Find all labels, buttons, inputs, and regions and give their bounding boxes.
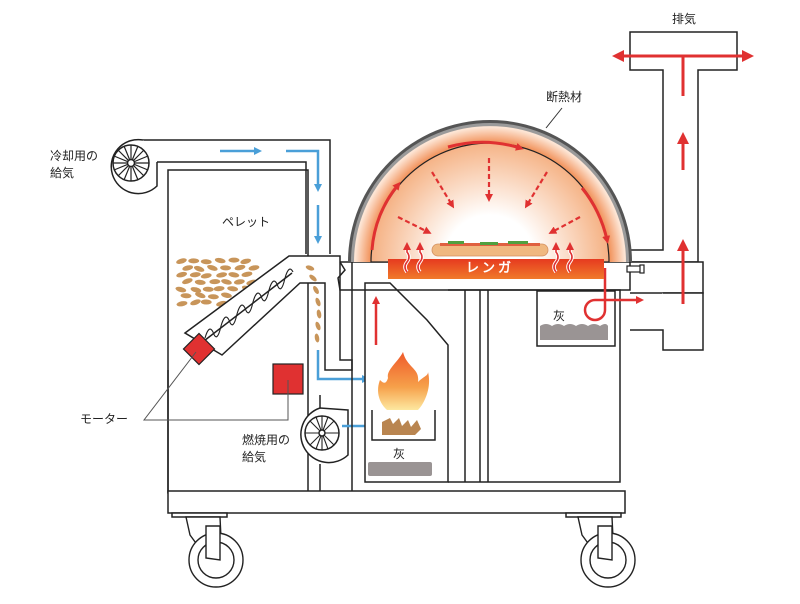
cooling-air-label-line1: 冷却用の [50, 149, 99, 163]
pellet [314, 333, 320, 343]
pellet [175, 286, 187, 293]
pellet [176, 301, 188, 307]
pellet [309, 274, 317, 282]
pellet [228, 272, 240, 278]
pellet [200, 259, 212, 265]
pellet [220, 292, 232, 298]
pellet [234, 264, 246, 271]
combustion-air-label-line2: 給気 [242, 450, 267, 464]
door-latch [626, 264, 645, 274]
combustion-air-label-line1: 燃焼用の [242, 433, 291, 447]
insulation-leader [545, 107, 563, 129]
motor-label: モーター [80, 412, 129, 426]
pellet [188, 258, 200, 264]
cooling-air-label-line2: 給気 [50, 166, 75, 180]
fire-grate [371, 410, 436, 441]
dome-circulation-arrows [370, 140, 611, 251]
exhaust-label: 排気 [672, 12, 697, 26]
cart-base [167, 490, 626, 518]
cooling-duct [143, 139, 331, 254]
ash-label-firebox: 灰 [393, 447, 406, 461]
caster-wheel-left [185, 516, 244, 588]
pizza [431, 241, 549, 257]
brick-floor [388, 259, 604, 279]
pellet-air-arrow [316, 350, 370, 383]
pellet [313, 285, 319, 295]
exhaust-arrows [612, 50, 754, 304]
pellet [194, 279, 206, 285]
pellet [227, 286, 239, 292]
pellet [182, 278, 193, 285]
pellet [221, 279, 232, 285]
radiant-heat-arrows [397, 158, 581, 234]
pellet [315, 297, 321, 307]
exhaust-flow-arrow [583, 268, 644, 322]
pellet [200, 273, 212, 279]
pellet [176, 258, 187, 264]
pellet [202, 286, 214, 292]
pellet [248, 265, 260, 271]
pellet [176, 271, 188, 278]
pellet [200, 299, 212, 305]
pellet [213, 286, 225, 292]
heat-wave-arrows-inner [403, 242, 574, 273]
falling-pellets [305, 265, 322, 343]
combustion-air-fan [300, 395, 349, 493]
pellet [180, 293, 192, 299]
cooling-air-arrows [220, 147, 322, 244]
pellet [189, 272, 201, 278]
screw-coil [204, 268, 294, 339]
pellet [207, 294, 219, 300]
insulation-label: 断熱材 [546, 90, 583, 104]
pellet [241, 271, 253, 277]
pellet [315, 321, 321, 331]
pellet [220, 265, 232, 271]
brick-label: レンガ [466, 261, 515, 276]
pellet [228, 257, 240, 263]
pellet-label: ペレット [222, 215, 271, 229]
burning-pellets [382, 418, 421, 435]
pellet [195, 292, 206, 299]
ash-label-right: 灰 [553, 309, 566, 323]
caster-wheel-right [577, 516, 636, 588]
cooling-air-fan [110, 138, 158, 195]
motor-auger [182, 332, 216, 366]
pellet [240, 258, 252, 265]
ash-pile-firebox [368, 462, 432, 476]
pellet [305, 265, 315, 271]
pellet [316, 309, 322, 319]
pellet [190, 299, 201, 306]
pellet [182, 265, 194, 271]
pellet [207, 264, 218, 271]
pellet [214, 257, 226, 264]
fire-icon [378, 352, 430, 410]
pellet [209, 279, 221, 285]
pellet [193, 265, 205, 272]
motor-leader-lines [142, 351, 289, 421]
pellet [216, 272, 228, 278]
pellet [233, 279, 245, 285]
pellet [190, 287, 202, 293]
